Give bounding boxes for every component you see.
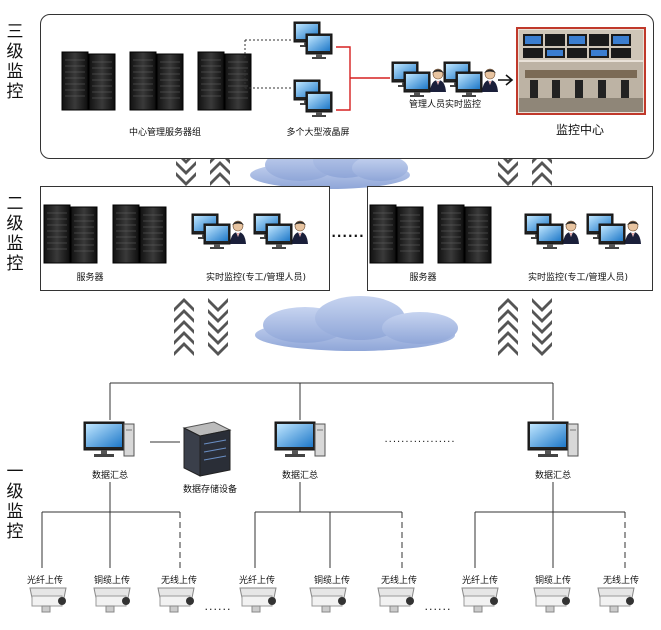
side-char: 一 xyxy=(6,462,24,482)
camera-icon xyxy=(93,587,131,613)
server-rack-icon xyxy=(129,51,184,111)
manager-station-icon xyxy=(444,62,498,97)
server-rack-icon xyxy=(369,204,424,264)
red-connector xyxy=(336,46,390,111)
side-char: 监 xyxy=(6,502,24,522)
lcd-monitor-icon xyxy=(293,79,333,118)
wireless-upload-label: 无线上传 xyxy=(380,576,417,586)
camera-icon xyxy=(597,587,635,613)
camera-icon xyxy=(461,587,499,613)
copper-upload-label: 铜缆上传 xyxy=(534,576,571,586)
camera-icon xyxy=(309,587,347,613)
pc-icon xyxy=(527,421,579,458)
fiber-upload-label: 光纤上传 xyxy=(461,576,498,586)
server-rack-icon xyxy=(112,204,167,264)
side-char: 监 xyxy=(6,62,24,82)
monitor-staff-label: 实时监控(专工/管理人员) xyxy=(527,273,629,283)
camera-icon xyxy=(533,587,571,613)
side-char: 二 xyxy=(6,194,24,214)
copper-upload-label: 铜缆上传 xyxy=(313,576,350,586)
server-rack-icon xyxy=(61,51,116,111)
monitoring-center-photo xyxy=(516,27,646,115)
side-char: 级 xyxy=(6,482,24,502)
server-rack-icon xyxy=(197,51,252,111)
lcd-label: 多个大型液晶屏 xyxy=(286,128,350,138)
operator-station-icon xyxy=(192,214,246,249)
camera-dots: ...... xyxy=(204,600,232,613)
arrow-right-icon xyxy=(498,74,514,86)
side-char: 级 xyxy=(6,214,24,234)
camera-icon xyxy=(157,587,195,613)
manager-label: 管理人员实时监控 xyxy=(408,100,481,110)
operator-station-icon xyxy=(587,214,641,249)
data-summary-label: 数据汇总 xyxy=(281,471,318,481)
cloud-middle xyxy=(255,296,458,351)
tier-three-side-label: 三 级 监 控 xyxy=(4,22,26,102)
server-rack-icon xyxy=(437,204,492,264)
fiber-upload-label: 光纤上传 xyxy=(26,576,63,586)
data-summary-label: 数据汇总 xyxy=(534,471,571,481)
summary-dots: ................. xyxy=(384,434,456,445)
monitor-staff-label: 实时监控(专工/管理人员) xyxy=(205,273,307,283)
server-label: 服务器 xyxy=(76,273,104,283)
pc-icon xyxy=(274,421,326,458)
side-char: 级 xyxy=(6,42,24,62)
tier-two-side-label: 二 级 监 控 xyxy=(4,194,26,274)
manager-station-icon xyxy=(392,62,446,97)
side-char: 监 xyxy=(6,234,24,254)
data-summary-label: 数据汇总 xyxy=(91,471,128,481)
wireless-upload-label: 无线上传 xyxy=(160,576,197,586)
server-label: 服务器 xyxy=(409,273,437,283)
lcd-monitor-icon xyxy=(293,21,333,60)
pc-icon xyxy=(83,421,135,458)
side-char: 控 xyxy=(6,82,24,102)
camera-icon xyxy=(239,587,277,613)
side-char: 三 xyxy=(6,22,24,42)
side-char: 控 xyxy=(6,254,24,274)
tier-two-ellipsis: ...... xyxy=(331,226,365,240)
storage-device-icon xyxy=(182,421,232,477)
server-rack-icon xyxy=(43,204,98,264)
monitoring-center-label: 监控中心 xyxy=(555,123,604,137)
camera-icon xyxy=(377,587,415,613)
camera-icon xyxy=(29,587,67,613)
side-char: 控 xyxy=(6,522,24,542)
bottom-network-lines xyxy=(41,382,625,568)
tier-one-side-label: 一 级 监 控 xyxy=(4,462,26,542)
camera-dots: ...... xyxy=(424,600,452,613)
copper-upload-label: 铜缆上传 xyxy=(93,576,130,586)
storage-label: 数据存储设备 xyxy=(182,485,237,495)
fiber-upload-label: 光纤上传 xyxy=(238,576,275,586)
wireless-upload-label: 无线上传 xyxy=(602,576,639,586)
operator-station-icon xyxy=(254,214,308,249)
operator-station-icon xyxy=(525,214,579,249)
server-group-label: 中心管理服务器组 xyxy=(128,128,201,138)
